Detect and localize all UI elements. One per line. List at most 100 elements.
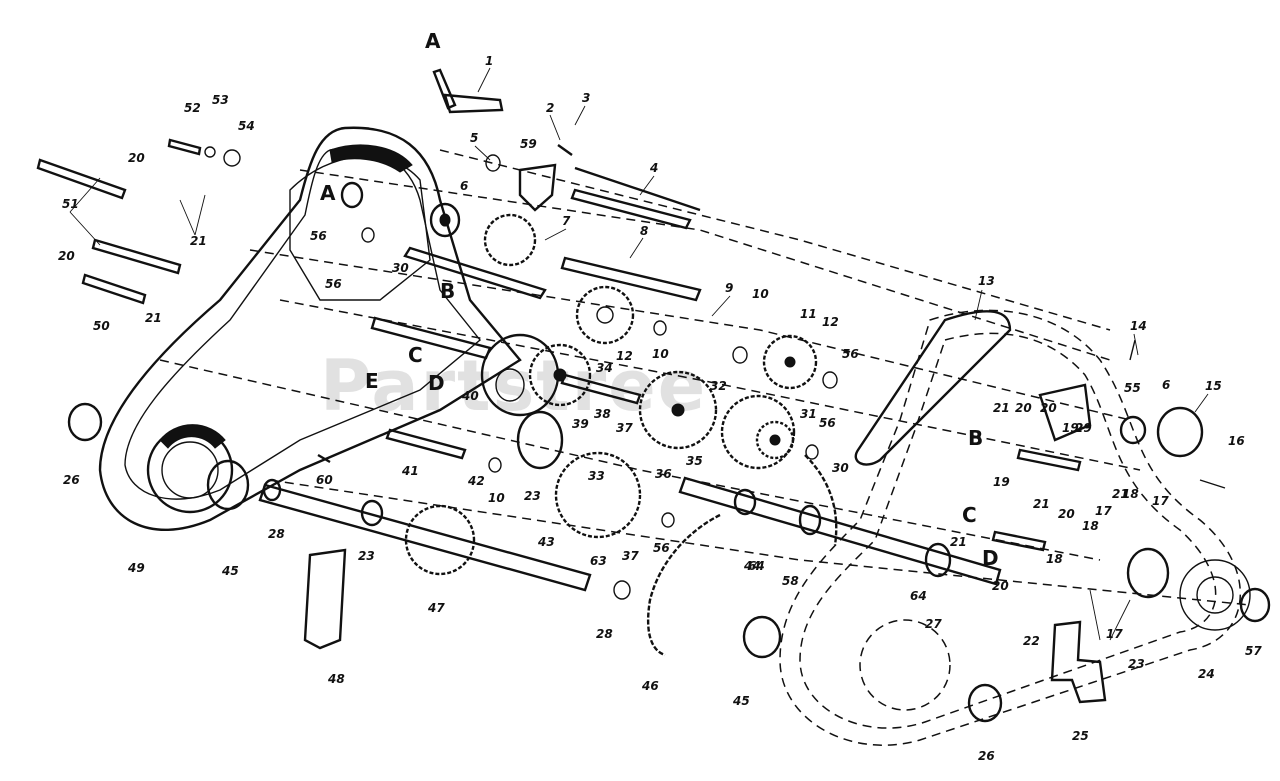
- callout: 60: [316, 473, 333, 487]
- callout: 3: [582, 91, 590, 105]
- callout: 6: [1162, 378, 1170, 392]
- callout: 21: [993, 401, 1010, 415]
- letter-d-right: D: [982, 546, 999, 570]
- callout: 51: [62, 197, 79, 211]
- letter-d-left: D: [428, 371, 445, 395]
- callout: 26: [978, 749, 995, 763]
- callout: 28: [268, 527, 285, 541]
- callout: 50: [93, 319, 110, 333]
- callout: 49: [127, 561, 145, 575]
- callout: 36: [655, 467, 672, 481]
- callout: 6: [460, 179, 468, 193]
- callout-labels: 1 2 3 4 5 6 7 8 9 10 10 10 11 12 12 13 1…: [58, 54, 1262, 763]
- callout: 64: [910, 589, 927, 603]
- callout: 44: [743, 559, 761, 573]
- callout: 56: [819, 416, 836, 430]
- callout: 21: [1112, 487, 1129, 501]
- letter-c-right: C: [962, 503, 977, 527]
- callout: 34: [596, 361, 613, 375]
- callout: 20: [128, 151, 145, 165]
- callout: 18: [1046, 552, 1063, 566]
- callout: 20: [1015, 401, 1032, 415]
- alignment-lines: [159, 149, 1251, 606]
- hubs-and-bearings: [67, 146, 1271, 723]
- left-chain-case: [98, 126, 522, 531]
- callout: 57: [1245, 644, 1262, 658]
- callout: 46: [641, 679, 659, 693]
- bolts: [36, 138, 1226, 552]
- callout: 11: [800, 307, 817, 321]
- callout: 24: [1198, 667, 1215, 681]
- callout: 25: [1072, 729, 1089, 743]
- callout: 20: [992, 579, 1009, 593]
- chain-guide-band: [854, 310, 1012, 466]
- callout: 64: [748, 559, 765, 573]
- callout: 42: [467, 474, 485, 488]
- callout: 17: [1106, 627, 1123, 641]
- callout: 10: [652, 347, 669, 361]
- gears: [404, 213, 818, 576]
- callout: 48: [327, 672, 345, 686]
- right-chain-case: [779, 309, 1251, 746]
- callout: 45: [221, 564, 239, 578]
- callout: 5: [470, 131, 478, 145]
- callout: 37: [622, 549, 639, 563]
- shafts: [258, 68, 1002, 592]
- callout: 2: [546, 101, 554, 115]
- letter-a-case: A: [320, 181, 336, 205]
- callout: 63: [590, 554, 607, 568]
- callout: 4: [649, 161, 658, 175]
- callout: 39: [572, 417, 589, 431]
- callout: 58: [782, 574, 799, 588]
- callout: 52: [184, 101, 201, 115]
- callout: 56: [842, 347, 859, 361]
- callout: 38: [594, 407, 611, 421]
- callout: 21: [950, 535, 967, 549]
- callout: 18: [1082, 519, 1099, 533]
- brackets: [303, 163, 1107, 704]
- callout: 20: [58, 249, 75, 263]
- callout: 20: [1058, 507, 1075, 521]
- callout: 17: [1095, 504, 1112, 518]
- callout: 28: [596, 627, 613, 641]
- callout: 16: [1228, 434, 1245, 448]
- callout: 9: [725, 281, 733, 295]
- callout: 29: [1075, 421, 1092, 435]
- callout: 13: [978, 274, 995, 288]
- callout: 35: [686, 454, 703, 468]
- callout: 23: [1128, 657, 1145, 671]
- callout: 7: [562, 214, 571, 228]
- chains: [646, 454, 838, 657]
- callout: 10: [752, 287, 769, 301]
- callout: 56: [653, 541, 670, 555]
- callout: 56: [310, 229, 327, 243]
- callout: 15: [1205, 379, 1222, 393]
- callout: 21: [145, 311, 162, 325]
- callout: 33: [588, 469, 605, 483]
- callout: 43: [537, 535, 555, 549]
- callout: 59: [520, 137, 537, 151]
- reference-letters: A A B B C C D D E: [320, 29, 999, 570]
- callout: 23: [358, 549, 375, 563]
- callout: 19: [993, 475, 1010, 489]
- callout: 45: [732, 694, 750, 708]
- leader-lines: [69, 67, 1209, 641]
- callout: 30: [832, 461, 849, 475]
- callout: 41: [401, 464, 419, 478]
- callout: 18: [1122, 487, 1139, 501]
- callout: 37: [616, 421, 633, 435]
- letter-c-left: C: [408, 343, 423, 367]
- callout: 21: [190, 234, 207, 248]
- callout: 53: [212, 93, 229, 107]
- callout: 20: [1040, 401, 1057, 415]
- callout: 8: [640, 224, 648, 238]
- callout: 54: [238, 119, 255, 133]
- callout: 12: [616, 349, 633, 363]
- callout: 27: [925, 617, 942, 631]
- callout: 19: [1062, 421, 1079, 435]
- callout: 10: [488, 491, 505, 505]
- callout: 21: [1033, 497, 1050, 511]
- letter-e: E: [365, 369, 379, 393]
- callout: 17: [1152, 494, 1169, 508]
- callout: 23: [524, 489, 541, 503]
